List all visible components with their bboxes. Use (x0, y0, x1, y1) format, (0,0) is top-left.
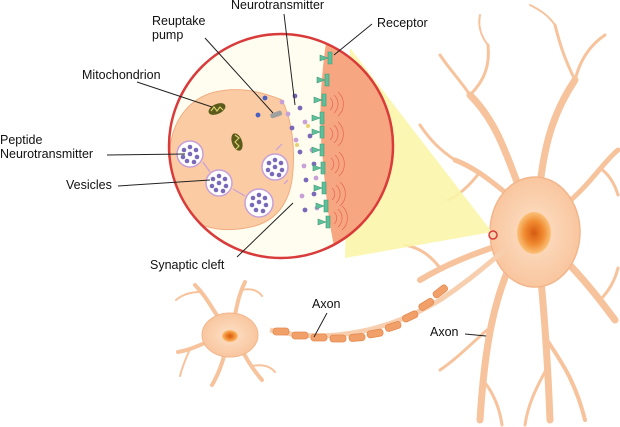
reuptake-pump (270, 110, 283, 119)
dendrite (466, 91, 524, 194)
myelin-sheaths (272, 284, 448, 343)
receptor (313, 93, 327, 107)
signal-ripples (329, 91, 348, 231)
receptor (311, 143, 325, 157)
label-peptide-neurotransmitter: Peptide Neurotransmitter (0, 133, 94, 161)
receptors (311, 51, 333, 229)
small-neuron-nucleus (222, 330, 238, 342)
leader-line-receptor (333, 23, 373, 56)
dendrite (438, 328, 489, 372)
leader-line-axon-left (313, 312, 328, 338)
dendrite (598, 266, 620, 302)
dendrite (598, 166, 620, 197)
myelin-segment (432, 284, 448, 299)
myelin-segment (366, 328, 384, 339)
dendrite (523, 368, 548, 427)
dendrite (573, 33, 607, 82)
receptor (313, 181, 327, 195)
leader-lines (106, 13, 487, 338)
dendrite (476, 261, 514, 424)
leader-line-reuptake-pump (204, 37, 274, 114)
vesicle (205, 169, 233, 197)
label-neurotransmitter: Neurotransmitter (231, 0, 325, 12)
myelin-segment (272, 327, 290, 336)
myelin-segment (348, 333, 366, 342)
mitochondrion (231, 133, 243, 151)
vesicle (244, 188, 274, 218)
dendrite (210, 350, 227, 387)
dendrite (179, 348, 191, 377)
receptor (319, 51, 333, 65)
dendrite (438, 53, 472, 97)
receptor (311, 111, 325, 125)
dendrite (418, 123, 457, 162)
dendrite (481, 378, 504, 427)
label-synaptic-cleft: Synaptic cleft (150, 258, 225, 272)
leader-line-mitochondrion (136, 81, 213, 108)
dendrite (233, 280, 247, 317)
myelin-segment (291, 331, 309, 340)
leader-line-synaptic-cleft (236, 202, 294, 258)
dendrite (536, 266, 554, 424)
label-vesicles: Vesicles (66, 178, 112, 192)
zoom-origin-marker (488, 230, 498, 240)
axon-path (269, 248, 507, 339)
dendrite (468, 43, 490, 97)
dendrite (478, 14, 489, 46)
myelin-segment (329, 334, 347, 343)
vesicle (261, 153, 289, 181)
receptor (312, 161, 326, 175)
dendrite (251, 364, 276, 373)
post-synaptic-membrane (320, 34, 393, 258)
magnified-synapse (167, 32, 395, 260)
mitochondrion (208, 103, 226, 115)
leader-line-axon-right (464, 333, 487, 337)
leader-line-vesicles (117, 179, 211, 187)
leader-line-neurotransmitter (283, 13, 296, 106)
dendrite (529, 4, 556, 26)
magnifier-ring (167, 32, 395, 260)
myelin-segment (310, 333, 328, 342)
receptor (316, 73, 330, 87)
myelin-segment (402, 310, 419, 323)
label-reuptake-pump: Reuptake pump (152, 14, 206, 42)
dendrite (545, 338, 587, 422)
large-neuron-nucleus (517, 212, 551, 254)
label-axon-left: Axon (312, 297, 341, 311)
receptor (315, 199, 329, 213)
dendrite (241, 288, 263, 297)
dendrite (193, 283, 222, 322)
receptor (317, 215, 331, 229)
dendrite (403, 243, 442, 270)
label-receptor: Receptor (377, 16, 428, 30)
dendrite (553, 23, 577, 82)
label-axon-right: Axon (430, 325, 459, 339)
receptor (311, 125, 325, 139)
dendrite (536, 76, 579, 189)
leader-line-peptide-neurotransmitter (106, 153, 186, 156)
myelin-segment (384, 321, 402, 332)
dendrite (175, 291, 201, 301)
vesicle-arrows (202, 143, 289, 197)
label-mitochondrion: Mitochondrion (82, 68, 161, 82)
myelin-segment (418, 297, 435, 311)
axon (269, 248, 507, 343)
